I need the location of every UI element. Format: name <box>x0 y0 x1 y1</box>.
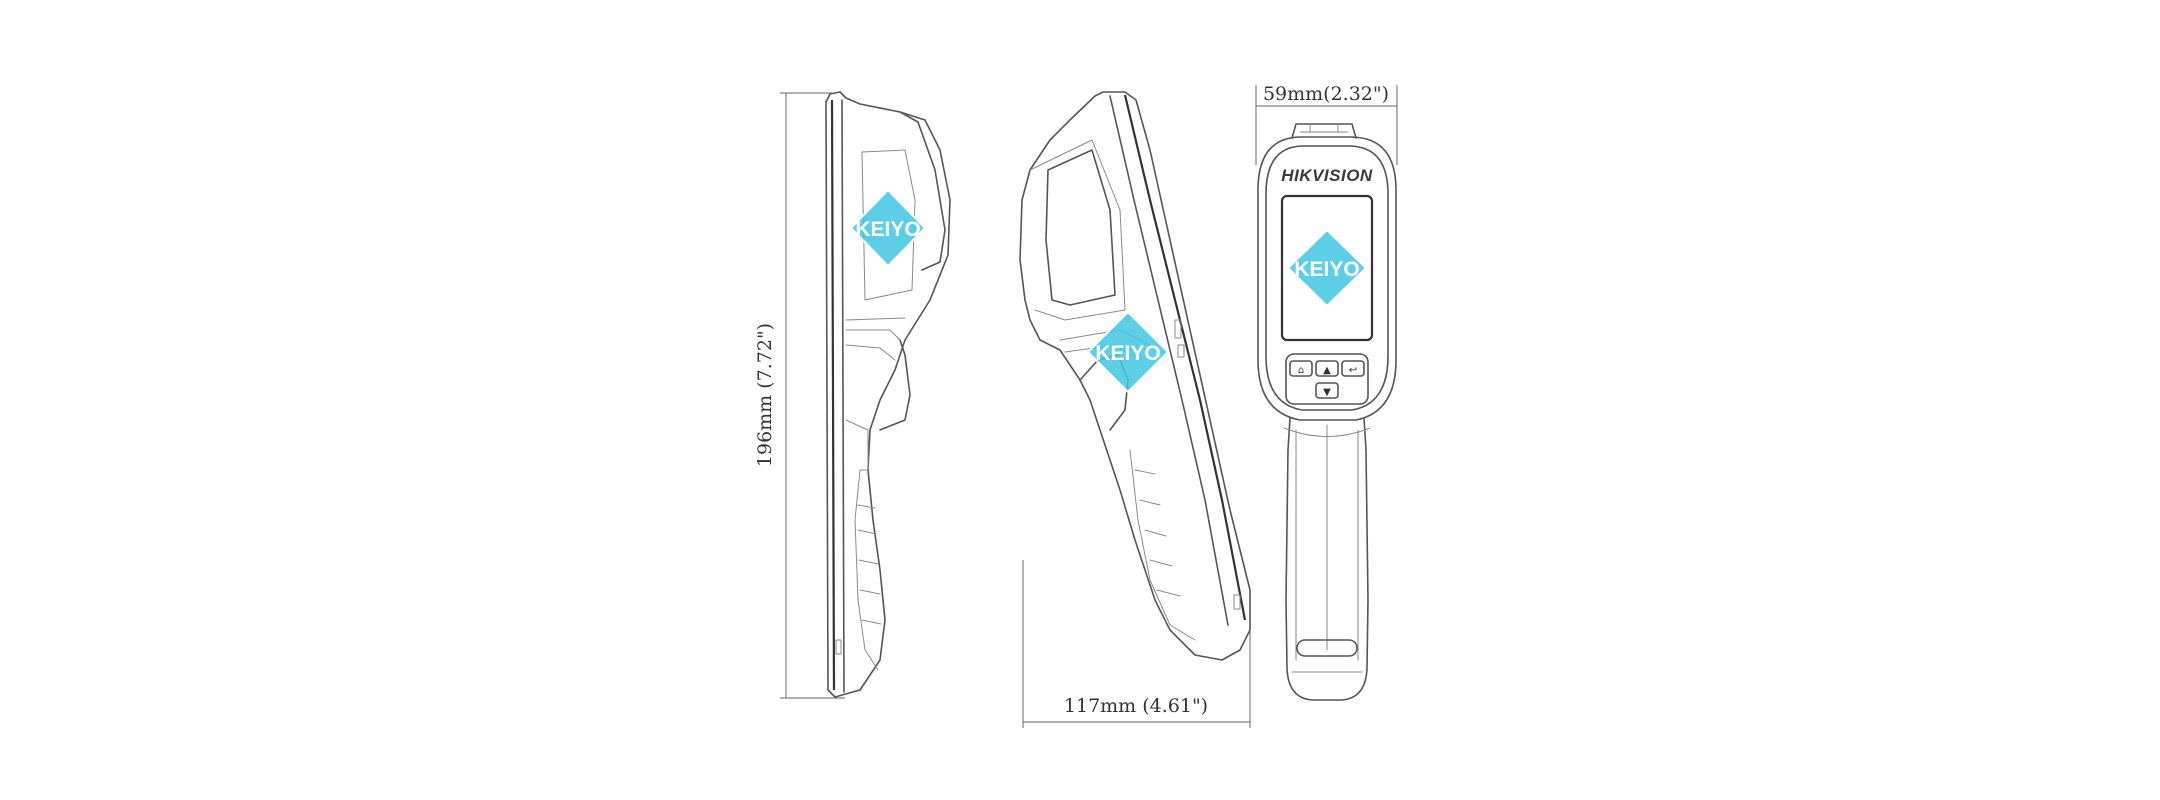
angled-body-outline <box>1019 91 1251 661</box>
front-handle-neck <box>1283 427 1371 437</box>
watermark-front: KEIYO <box>1286 228 1368 308</box>
front-handle-outline <box>1285 417 1369 701</box>
angled-view: 117mm (4.61") <box>1019 91 1251 728</box>
angled-front-edge <box>1123 94 1247 621</box>
side-trigger-guard <box>845 329 901 361</box>
angled-front-panel <box>1109 95 1229 626</box>
angled-lens-window <box>1045 149 1116 306</box>
angled-side-button-2 <box>1177 344 1185 358</box>
angled-grip-ridge-3 <box>1144 529 1167 537</box>
side-port <box>835 639 842 655</box>
watermark-diamond-icon <box>1086 310 1170 394</box>
side-lens-window <box>861 149 916 301</box>
side-lens-housing <box>899 111 946 271</box>
angled-grip-ridge-1 <box>1134 469 1156 475</box>
down-arrow-icon: ▼ <box>1323 387 1331 398</box>
angled-lens-bezel <box>1029 139 1126 321</box>
front-handle-slot <box>1296 639 1358 657</box>
front-display-screen <box>1280 194 1374 342</box>
watermark-diamond-icon <box>849 188 927 268</box>
watermark-diamond-icon <box>1286 228 1368 308</box>
brand-logo-text: HIKVISION <box>1281 166 1373 185</box>
height-dimension-label: 196mm (7.72") <box>754 323 776 467</box>
front-keypad-surround <box>1285 353 1369 405</box>
watermark-text: KEIYO <box>1294 258 1359 281</box>
front-top-cap-detail <box>1299 123 1349 133</box>
side-grip-ridge-5 <box>861 619 882 625</box>
angled-grip-ridge-5 <box>1156 589 1181 597</box>
up-arrow-icon: ▲ <box>1323 365 1331 376</box>
width-dimension-label: 59mm(2.32") <box>1263 83 1389 105</box>
watermark-text: KEIYO <box>855 218 920 241</box>
side-grip-ridge-3 <box>858 559 879 565</box>
angled-grip-ridge-4 <box>1149 559 1173 567</box>
side-panel-line-2 <box>845 419 869 471</box>
front-head-inner <box>1265 145 1389 411</box>
side-view: 196mm (7.72") <box>754 91 951 699</box>
angled-port <box>1233 594 1241 610</box>
side-grip-ridge-1 <box>857 504 876 509</box>
capture-button-icon: ⌂ <box>1298 365 1304 376</box>
side-panel-line-1 <box>845 317 906 321</box>
front-handle-inner <box>1295 429 1359 661</box>
back-arrow-icon: ↩ <box>1349 365 1357 376</box>
watermark-text: KEIYO <box>1095 342 1160 365</box>
up-button[interactable] <box>1315 360 1339 377</box>
watermark-side: KEIYO <box>849 188 927 268</box>
side-trigger <box>879 339 911 431</box>
angled-side-button-1 <box>1174 319 1182 339</box>
side-front-edge <box>830 99 836 691</box>
front-top-cap <box>1291 123 1357 139</box>
side-grip-ridge-2 <box>857 529 877 535</box>
watermark-angled: KEIYO <box>1086 310 1170 394</box>
side-grip-ridge-4 <box>859 589 881 595</box>
side-grip-outline <box>854 469 879 671</box>
front-head-outline <box>1257 136 1397 421</box>
back-button[interactable] <box>1341 360 1365 377</box>
down-button[interactable] <box>1315 382 1339 399</box>
depth-dimension-label: 117mm (4.61") <box>1064 695 1208 717</box>
side-front-panel <box>841 99 845 693</box>
angled-grip-ridge-2 <box>1139 499 1161 506</box>
angled-grip-outline <box>1129 449 1196 641</box>
capture-button[interactable] <box>1289 360 1313 377</box>
front-view: 59mm(2.32") HIKVISION ⌂ ▲ ↩ ▼ <box>1255 83 1398 701</box>
side-body-outline <box>825 91 951 698</box>
